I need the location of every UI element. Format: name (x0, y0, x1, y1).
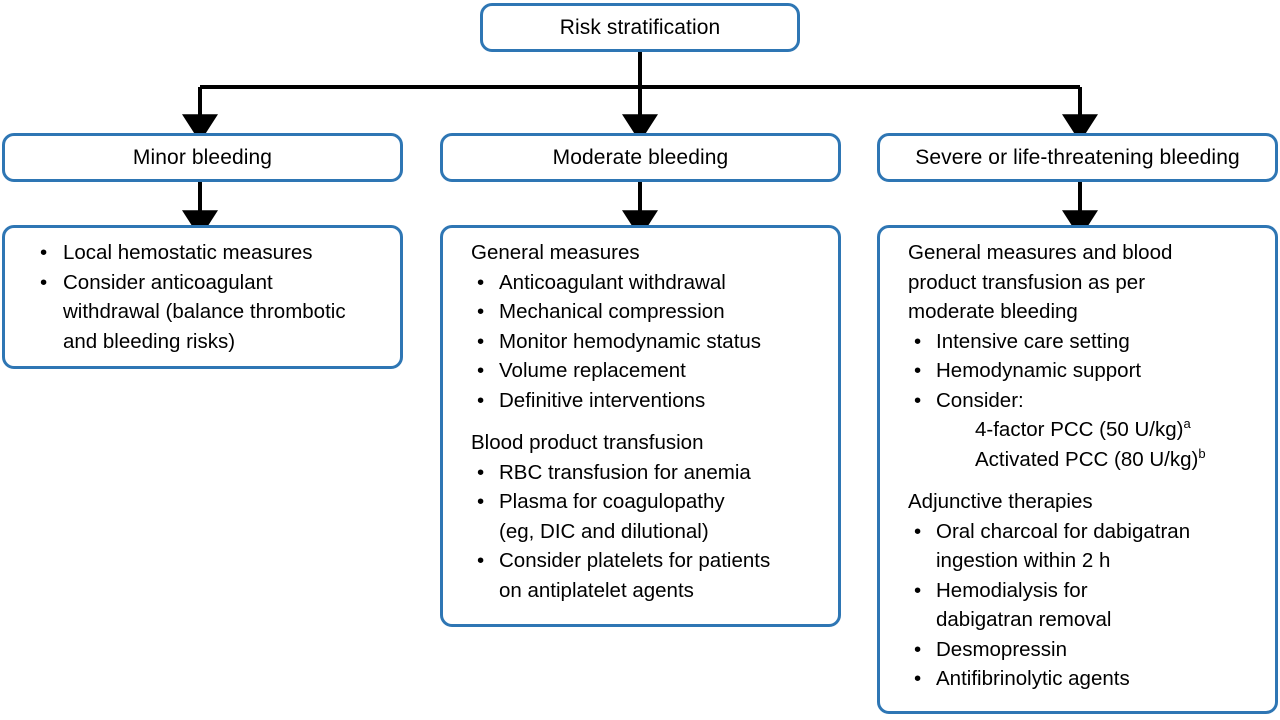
bullet-list: Anticoagulant withdrawalMechanical compr… (453, 268, 828, 416)
content-severe-bleeding: General measures and blood product trans… (877, 225, 1278, 714)
list-item: Anticoagulant withdrawal (453, 268, 828, 298)
list-item: Antifibrinolytic agents (890, 664, 1265, 694)
list-item: Monitor hemodynamic status (453, 327, 828, 357)
list-item: Consider anticoagulant withdrawal (balan… (15, 268, 390, 357)
list-item: Volume replacement (453, 356, 828, 386)
block-spacer (890, 474, 1265, 487)
section-heading: Adjunctive therapies (908, 490, 1093, 513)
bullet-list: Local hemostatic measuresConsider antico… (15, 238, 390, 356)
block-spacer (453, 415, 828, 428)
list-item: RBC transfusion for anemia (453, 458, 828, 488)
node-risk-stratification[interactable]: Risk stratification (480, 3, 800, 52)
list-item: Local hemostatic measures (15, 238, 390, 268)
bullet-list: Oral charcoal for dabigatran ingestion w… (890, 517, 1265, 694)
node-minor-bleeding-label: Minor bleeding (132, 145, 273, 169)
list-item: Mechanical compression (453, 297, 828, 327)
section-heading: Blood product transfusion (471, 431, 704, 454)
bullet-list: RBC transfusion for anemiaPlasma for coa… (453, 458, 828, 606)
node-risk-stratification-label: Risk stratification (559, 15, 721, 39)
list-item: Plasma for coagulopathy (eg, DIC and dil… (453, 487, 828, 546)
list-item: Definitive interventions (453, 386, 828, 416)
list-item: Hemodialysis for dabigatran removal (890, 576, 1265, 635)
list-item: Oral charcoal for dabigatran ingestion w… (890, 517, 1265, 576)
footnote-marker: b (1198, 445, 1206, 461)
node-severe-bleeding[interactable]: Severe or life-threatening bleeding (877, 133, 1278, 182)
node-moderate-bleeding-label: Moderate bleeding (552, 145, 729, 169)
list-item: Intensive care setting (890, 327, 1265, 357)
sub-item: Activated PCC (80 U/kg)b (975, 445, 1206, 471)
list-item: Consider platelets for patients on antip… (453, 546, 828, 605)
node-moderate-bleeding[interactable]: Moderate bleeding (440, 133, 841, 182)
content-minor-bleeding: Local hemostatic measuresConsider antico… (2, 225, 403, 369)
content-moderate-bleeding: General measuresAnticoagulant withdrawal… (440, 225, 841, 627)
node-severe-bleeding-label: Severe or life-threatening bleeding (915, 145, 1240, 169)
sub-item: 4-factor PCC (50 U/kg)a (975, 416, 1191, 441)
bullet-list: Intensive care settingHemodynamic suppor… (890, 327, 1265, 416)
footnote-marker: a (1183, 416, 1191, 432)
list-item: Desmopressin (890, 635, 1265, 665)
list-item: Hemodynamic support (890, 356, 1265, 386)
section-heading: General measures (471, 241, 640, 264)
section-heading: General measures and blood product trans… (908, 241, 1173, 323)
list-item: Consider: (890, 386, 1265, 416)
node-minor-bleeding[interactable]: Minor bleeding (2, 133, 403, 182)
